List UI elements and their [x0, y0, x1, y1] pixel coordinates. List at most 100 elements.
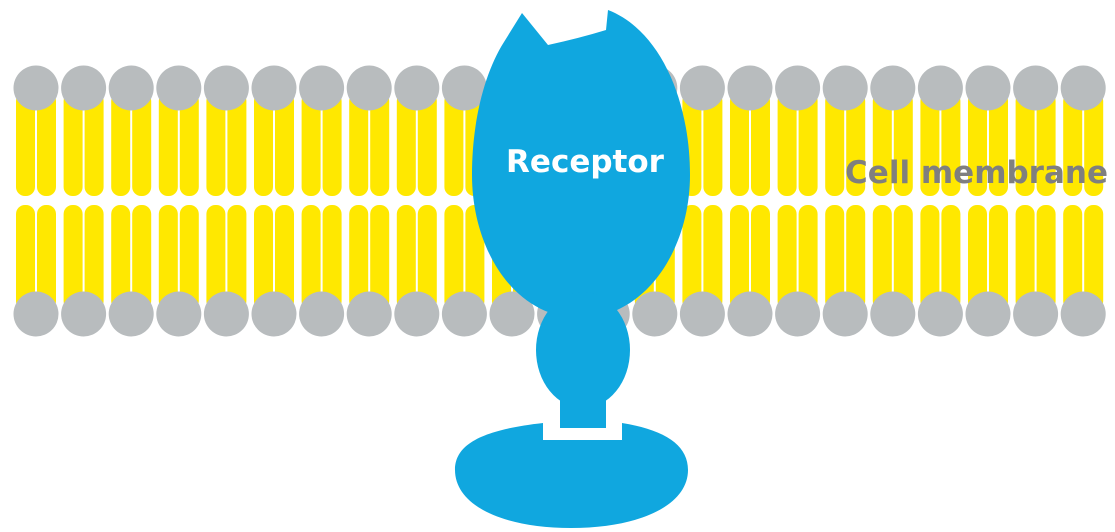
lower-lipid-head [870, 291, 916, 337]
lower-lipid-head [251, 291, 297, 337]
receptor-stem [560, 370, 606, 428]
lower-lipid-tail [751, 205, 770, 310]
lower-lipid-head [1060, 291, 1106, 337]
lower-lipid-tail [16, 205, 35, 310]
upper-lipid-head [203, 65, 249, 111]
lower-lipid-tail [275, 205, 294, 310]
upper-lipid-tail [132, 92, 152, 196]
upper-lipid-head [870, 65, 916, 111]
upper-lipid-head [299, 65, 345, 111]
upper-lipid-head [441, 65, 487, 111]
upper-lipid-head [679, 65, 725, 111]
upper-lipid-tail [777, 92, 797, 196]
upper-lipid-tail [254, 92, 273, 196]
lower-lipid-tail [301, 205, 321, 310]
lower-lipid-head [156, 291, 202, 337]
lower-lipid-tail [322, 205, 342, 310]
lower-lipid-tail [920, 205, 940, 310]
lower-lipid-tail [825, 205, 845, 310]
lower-lipid-tail [1063, 205, 1083, 310]
lower-lipid-head [775, 291, 821, 337]
upper-lipid-head [61, 65, 107, 111]
lower-lipid-tail [730, 205, 749, 310]
lower-lipid-tail [703, 205, 723, 310]
upper-lipid-tail [751, 92, 770, 196]
lower-lipid-tail [158, 205, 178, 310]
upper-lipid-tail [84, 92, 104, 196]
upper-lipid-head [822, 65, 868, 111]
upper-lipid-tail [301, 92, 321, 196]
upper-lipid-head [1013, 65, 1059, 111]
lower-lipid-tail [465, 205, 485, 310]
upper-lipid-tail [417, 92, 437, 196]
lower-lipid-tail [444, 205, 464, 310]
lower-lipid-head [679, 291, 725, 337]
lower-lipid-tail [227, 205, 247, 310]
lower-lipid-tail [893, 205, 913, 310]
lower-lipid-head [394, 291, 440, 337]
upper-lipid-tail [16, 92, 35, 196]
upper-lipid-tail [730, 92, 749, 196]
lower-lipid-head [1013, 291, 1059, 337]
lower-lipid-tail [254, 205, 273, 310]
upper-lipid-tail [968, 92, 987, 196]
receptor-protein [455, 10, 690, 528]
lower-lipid-tail [1015, 205, 1035, 310]
upper-lipid-head [917, 65, 963, 111]
upper-lipid-tail [1036, 92, 1056, 196]
receptor-binding-domain [472, 10, 690, 318]
lower-lipid-tail [682, 205, 702, 310]
upper-lipid-tail [798, 92, 818, 196]
upper-lipid-tail [227, 92, 247, 196]
lower-lipid-tail [941, 205, 961, 310]
upper-lipid-tail [825, 92, 845, 196]
upper-lipid-tail [370, 92, 390, 196]
upper-lipid-head [1060, 65, 1106, 111]
upper-lipid-tail [275, 92, 294, 196]
lower-lipid-tail [968, 205, 987, 310]
receptor-intracellular-domain [455, 423, 688, 528]
upper-lipid-head [156, 65, 202, 111]
lower-lipid-head [489, 291, 535, 337]
upper-lipid-tail [322, 92, 342, 196]
upper-lipid-head [346, 65, 392, 111]
upper-lipid-tail [37, 92, 56, 196]
lower-lipid-tail [349, 205, 369, 310]
lower-lipid-head [108, 291, 154, 337]
lower-lipid-head [632, 291, 678, 337]
upper-lipid-tail [396, 92, 416, 196]
upper-lipid-tail [1063, 92, 1083, 196]
upper-lipid-head [727, 65, 773, 111]
upper-lipid-head [775, 65, 821, 111]
upper-lipid-tail [989, 92, 1008, 196]
upper-lipid-tail [893, 92, 913, 196]
lower-lipid-head [917, 291, 963, 337]
lower-lipid-tail [846, 205, 866, 310]
upper-lipid-head [251, 65, 297, 111]
lower-lipid-tail [777, 205, 797, 310]
upper-lipid-tail [920, 92, 940, 196]
lower-lipid-head [299, 291, 345, 337]
upper-lipid-tail [941, 92, 961, 196]
lower-lipid-tail [206, 205, 226, 310]
lower-lipid-head [727, 291, 773, 337]
upper-lipid-tail [1084, 92, 1104, 196]
upper-lipid-tail [111, 92, 131, 196]
upper-lipid-tail [158, 92, 178, 196]
lower-lipid-tail [179, 205, 199, 310]
lower-lipid-head [13, 291, 59, 337]
lower-lipid-tail [1084, 205, 1104, 310]
lower-lipid-tail [132, 205, 152, 310]
lower-lipid-tail [989, 205, 1008, 310]
lower-lipid-tail [1036, 205, 1056, 310]
lower-lipid-head [965, 291, 1011, 337]
lower-lipid-tail [84, 205, 104, 310]
lower-lipid-head [822, 291, 868, 337]
receptor-neck [536, 292, 630, 408]
lower-lipid-tail [370, 205, 390, 310]
upper-lipid-tail [444, 92, 464, 196]
upper-lipid-tail [63, 92, 83, 196]
lower-lipid-head [441, 291, 487, 337]
lower-lipid-head [61, 291, 107, 337]
